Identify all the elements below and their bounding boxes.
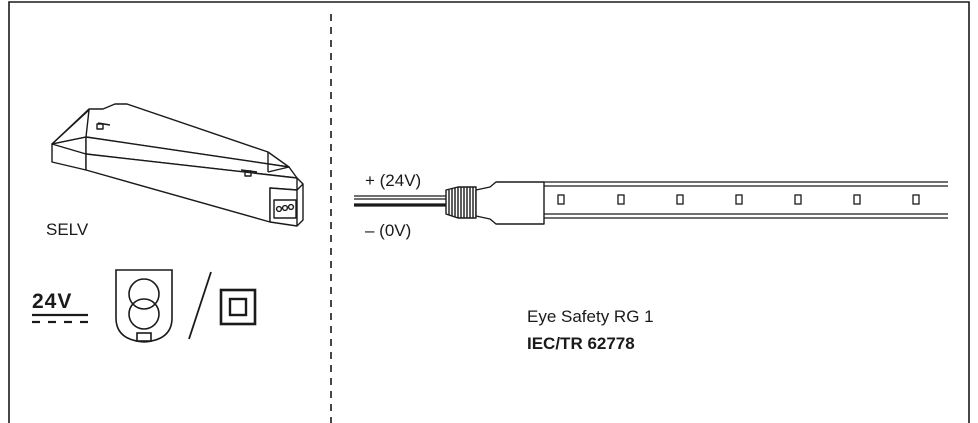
class-ii-double-insulation-icon <box>219 288 257 326</box>
safety-isolating-transformer-icon <box>115 269 173 343</box>
led-driver-box-icon <box>51 103 304 227</box>
strip-connector-icon <box>445 181 545 225</box>
led-chip <box>617 194 625 205</box>
led-chip <box>853 194 861 205</box>
slash-separator <box>188 271 212 340</box>
eye-safety-label: Eye Safety RG 1 <box>527 307 654 326</box>
positive-wire-label: + (24V) <box>365 171 422 190</box>
selv-label: SELV <box>46 220 89 239</box>
led-chip <box>676 194 684 205</box>
voltage-label: 24V <box>32 290 73 313</box>
led-chip <box>912 194 920 205</box>
led-chip <box>557 194 565 205</box>
led-chip <box>794 194 802 205</box>
led-strip-icon <box>544 181 948 219</box>
negative-wire-label: – (0V) <box>365 221 412 240</box>
supply-wires <box>354 195 446 207</box>
dc-symbol-icon <box>32 313 88 324</box>
outer-frame <box>8 1 970 423</box>
standard-label: IEC/TR 62778 <box>527 334 635 353</box>
led-chip <box>735 194 743 205</box>
